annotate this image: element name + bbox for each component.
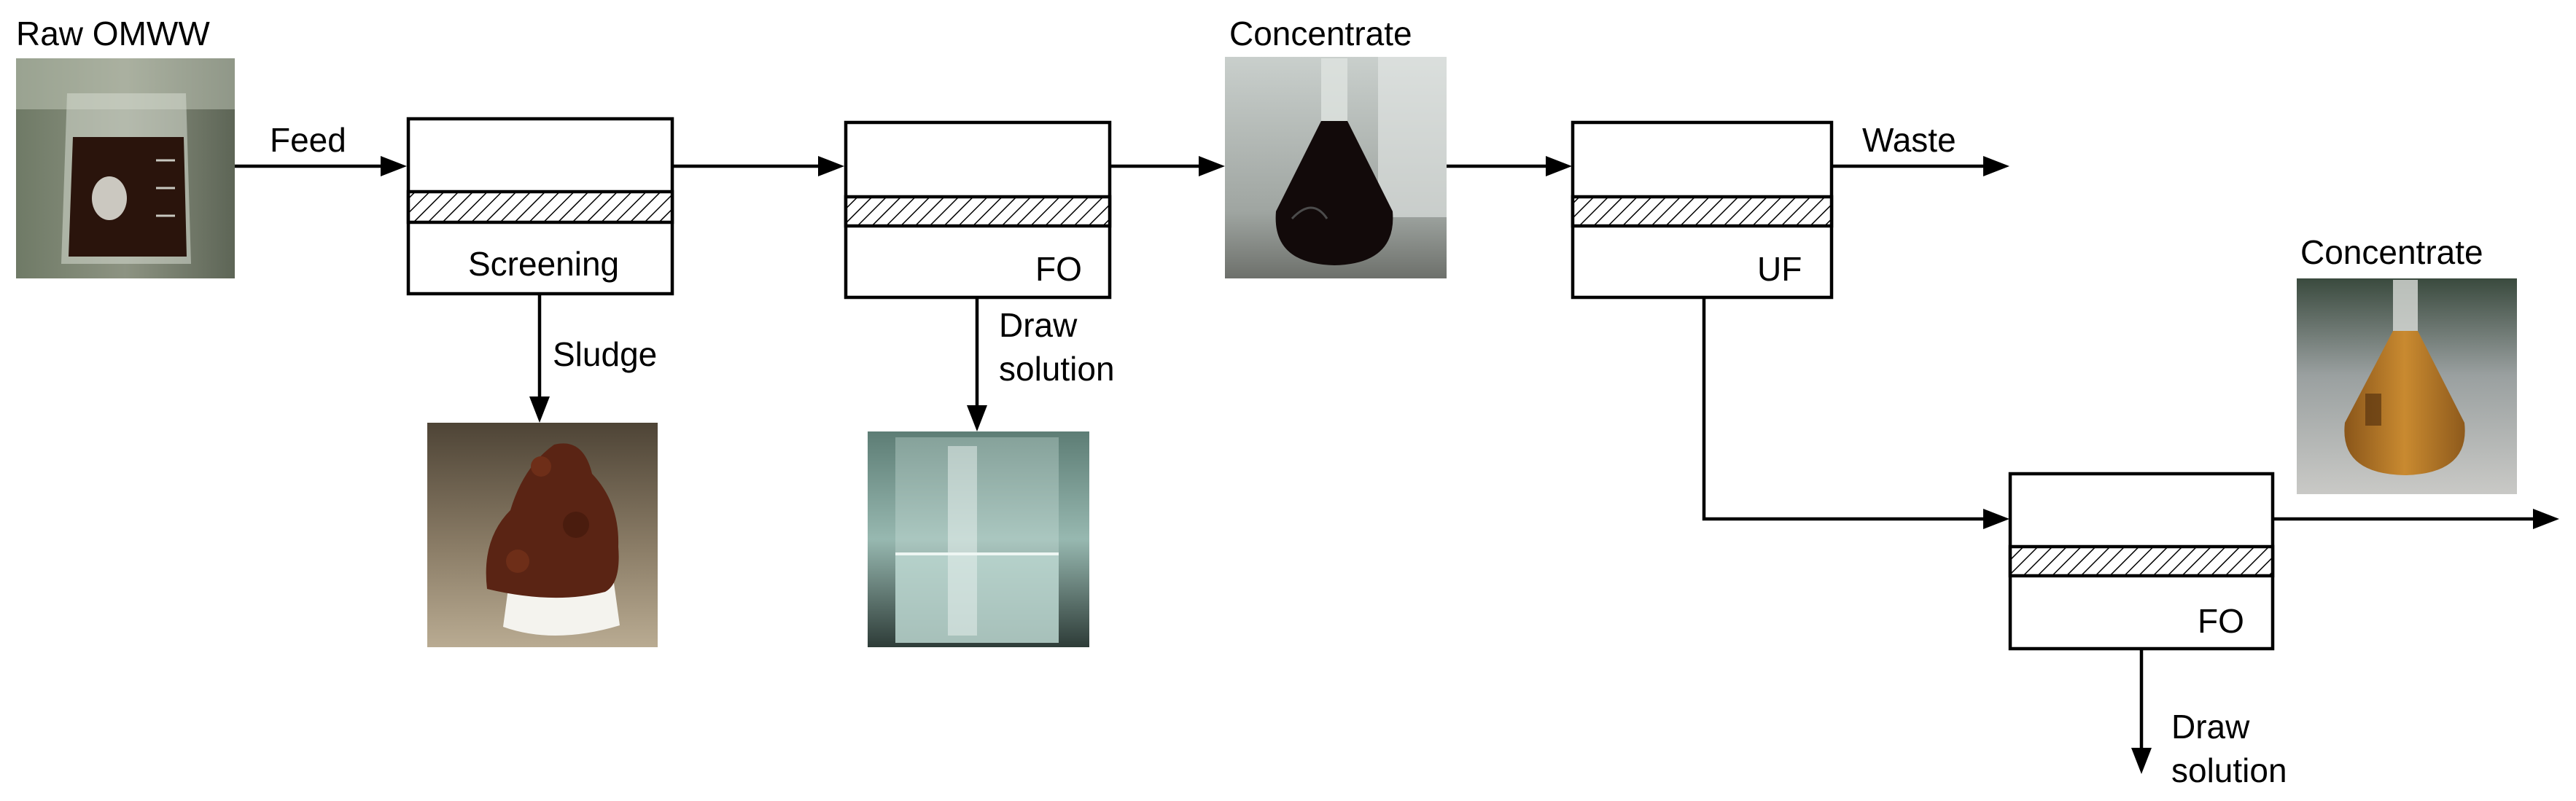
arrow-fo-2-to-outlet — [2273, 509, 2559, 529]
sludge-label: Sludge — [553, 335, 657, 373]
arrow-uf-to-fo-2 — [1702, 297, 2009, 529]
arrow-screening-to-fo — [672, 156, 844, 176]
concentrate-amber-photo — [2297, 278, 2517, 494]
arrow-fo-to-draw-solution — [967, 297, 987, 431]
fo-unit-1-label: FO — [1035, 250, 1082, 288]
screening-unit-label: Screening — [468, 245, 619, 283]
waste-label: Waste — [1862, 121, 1956, 159]
draw-solution-2-label-line2: solution — [2171, 751, 2287, 789]
arrow-concentrate-to-uf — [1447, 156, 1572, 176]
screening-unit: Screening — [406, 117, 674, 296]
raw-omww-photo — [16, 58, 235, 278]
arrow-fo-to-concentrate — [1110, 156, 1225, 176]
arrow-fo-2-to-draw-solution — [2131, 649, 2152, 774]
feed-label: Feed — [270, 121, 346, 159]
fo-unit-2: FO — [2008, 472, 2275, 651]
sludge-photo — [427, 423, 658, 647]
fo-unit-2-label: FO — [2198, 602, 2244, 640]
arrow-uf-to-waste — [1832, 156, 2009, 176]
draw-solution-2-label-line1: Draw — [2171, 708, 2250, 746]
uf-unit-label: UF — [1757, 250, 1802, 288]
draw-solution-1-label-line1: Draw — [999, 306, 1078, 344]
fo-unit-1: FO — [844, 120, 1112, 300]
uf-unit: UF — [1571, 120, 1834, 300]
arrow-feed-to-screening — [235, 156, 407, 176]
raw-omww-label: Raw OMWW — [16, 15, 210, 52]
arrow-screening-to-sludge — [529, 294, 550, 423]
draw-solution-photo — [868, 431, 1089, 647]
concentrate-2-label: Concentrate — [2300, 233, 2483, 271]
concentrate-dark-photo — [1225, 57, 1447, 278]
draw-solution-1-label-line2: solution — [999, 350, 1115, 388]
concentrate-1-label: Concentrate — [1229, 15, 1412, 52]
